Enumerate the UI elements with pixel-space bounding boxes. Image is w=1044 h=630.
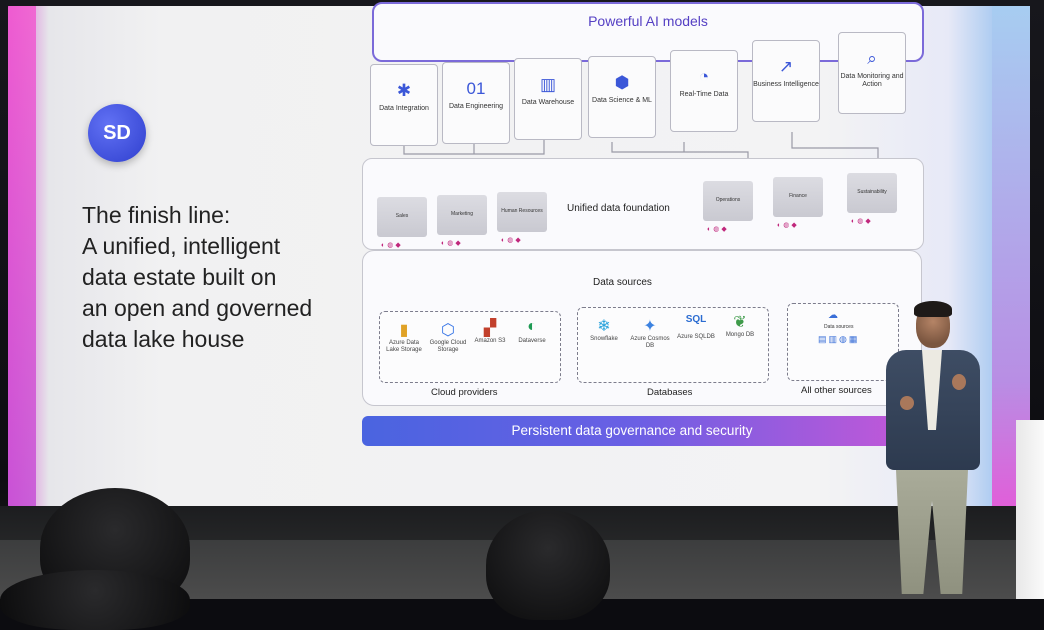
other-sources-group: Data sources ▤▥◍▦ ☁ — [787, 303, 899, 381]
data-sources-panel: Data sources ▮ Azure Data Lake Storage ⬡… — [362, 250, 922, 406]
capability-data-engineering: 01 Data Engineering — [442, 62, 510, 144]
governance-label: Persistent data governance and security — [511, 423, 753, 438]
capability-data-science-ml: ⬢ Data Science & ML — [588, 56, 656, 138]
fabric-logo-icon: SD — [88, 104, 146, 162]
headline-line: data lake house — [82, 326, 245, 352]
ai-models-banner: Powerful AI models — [372, 2, 924, 62]
unified-data-foundation: Sales ◐◍◆ Marketing ◐◍◆ Human Resources … — [362, 158, 924, 250]
azure-data-lake-icon: ▮ — [399, 322, 409, 339]
slide-headline: The finish line: A unified, intelligent … — [82, 200, 362, 355]
pink-accent-bar — [8, 6, 36, 506]
search-icon: ⌕ — [867, 49, 877, 68]
snowflake-icon: ❄ — [597, 318, 611, 335]
headline-line: The finish line: — [82, 202, 231, 228]
chip-icon: ⬢ — [614, 73, 630, 92]
cloud-providers-group: ▮ Azure Data Lake Storage ⬡ Google Cloud… — [379, 311, 561, 383]
source-azure-data-lake: ▮ Azure Data Lake Storage — [384, 320, 424, 354]
folder-human-resources: Human Resources ◐◍◆ — [497, 192, 547, 244]
chart-icon: ↗ — [778, 57, 794, 76]
folder-sales: Sales ◐◍◆ — [377, 197, 427, 249]
dataverse-icon: ◐ — [527, 318, 537, 335]
mongo-db-icon: ❦ — [733, 314, 747, 331]
databases-label: Databases — [647, 387, 693, 398]
projection-screen: SD The finish line: A unified, intellige… — [8, 2, 1030, 506]
integration-icon: ✱ — [396, 81, 412, 100]
binary-icon: 01 — [466, 79, 486, 98]
storage-icons: ◐◍◆ — [777, 222, 799, 229]
source-mongo-db: ❦ Mongo DB — [720, 312, 760, 339]
sql-db-icon: SQL — [685, 314, 707, 325]
capability-real-time-data: ◔ Real-Time Data — [670, 50, 738, 132]
storage-icons: ◐◍◆ — [501, 237, 523, 244]
source-amazon-s3: ▞ Amazon S3 — [470, 318, 510, 345]
warehouse-icon: ▥ — [539, 75, 557, 94]
databases-group: ❄ Snowflake ✦ Azure Cosmos DB SQL Azure … — [577, 307, 769, 383]
cloud-icon: ☁ — [828, 310, 838, 321]
storage-icons: ◐◍◆ — [441, 240, 463, 247]
presenter-pants — [896, 470, 968, 594]
other-sources-icons: ▤▥◍▦ — [818, 334, 860, 344]
presenter-hand — [900, 396, 914, 410]
capability-business-intelligence: ↗ Business Intelligence — [752, 40, 820, 122]
architecture-diagram: Powerful AI models ✱ Data Integration 01… — [358, 2, 928, 506]
data-sources-label: Data sources — [593, 277, 652, 288]
folder-operations: Operations ◐◍◆ — [703, 181, 753, 233]
foundation-label: Unified data foundation — [567, 203, 670, 214]
governance-banner: Persistent data governance and security — [362, 416, 902, 446]
audience-head — [486, 510, 610, 620]
headline-line: an open and governed — [82, 295, 313, 321]
presenter-shirt — [922, 350, 942, 430]
storage-icons: ◐◍◆ — [851, 218, 873, 225]
source-google-cloud-storage: ⬡ Google Cloud Storage — [429, 322, 467, 353]
presenter-hair — [914, 301, 952, 317]
source-snowflake: ❄ Snowflake — [584, 316, 624, 343]
headline-line: A unified, intelligent — [82, 233, 281, 259]
podium — [1016, 420, 1044, 599]
cloud-providers-label: Cloud providers — [431, 387, 498, 398]
source-azure-cosmos-db: ✦ Azure Cosmos DB — [630, 318, 670, 349]
amazon-s3-icon: ▞ — [483, 320, 497, 337]
presenter — [878, 301, 990, 599]
capability-data-monitoring: ⌕ Data Monitoring and Action — [838, 32, 906, 114]
clock-icon: ◔ — [698, 67, 710, 86]
source-azure-sqldb: SQL Azure SQLDB — [677, 314, 715, 340]
folder-sustainability: Sustainability ◐◍◆ — [847, 173, 897, 225]
audience-head — [0, 570, 190, 630]
other-sources-label: All other sources — [801, 385, 872, 396]
headline-line: data estate built on — [82, 264, 277, 290]
other-sources-caption: Data sources — [824, 324, 854, 330]
capability-data-integration: ✱ Data Integration — [370, 64, 438, 146]
ai-models-title: Powerful AI models — [588, 13, 708, 29]
cosmos-db-icon: ✦ — [643, 318, 657, 335]
folder-finance: Finance ◐◍◆ — [773, 177, 823, 229]
folder-marketing: Marketing ◐◍◆ — [437, 195, 487, 247]
storage-icons: ◐◍◆ — [707, 226, 729, 233]
presenter-hand — [952, 374, 966, 390]
google-cloud-icon: ⬡ — [441, 322, 455, 339]
storage-icons: ◐◍◆ — [381, 242, 403, 249]
capability-data-warehouse: ▥ Data Warehouse — [514, 58, 582, 140]
source-dataverse: ◐ Dataverse — [512, 318, 552, 345]
